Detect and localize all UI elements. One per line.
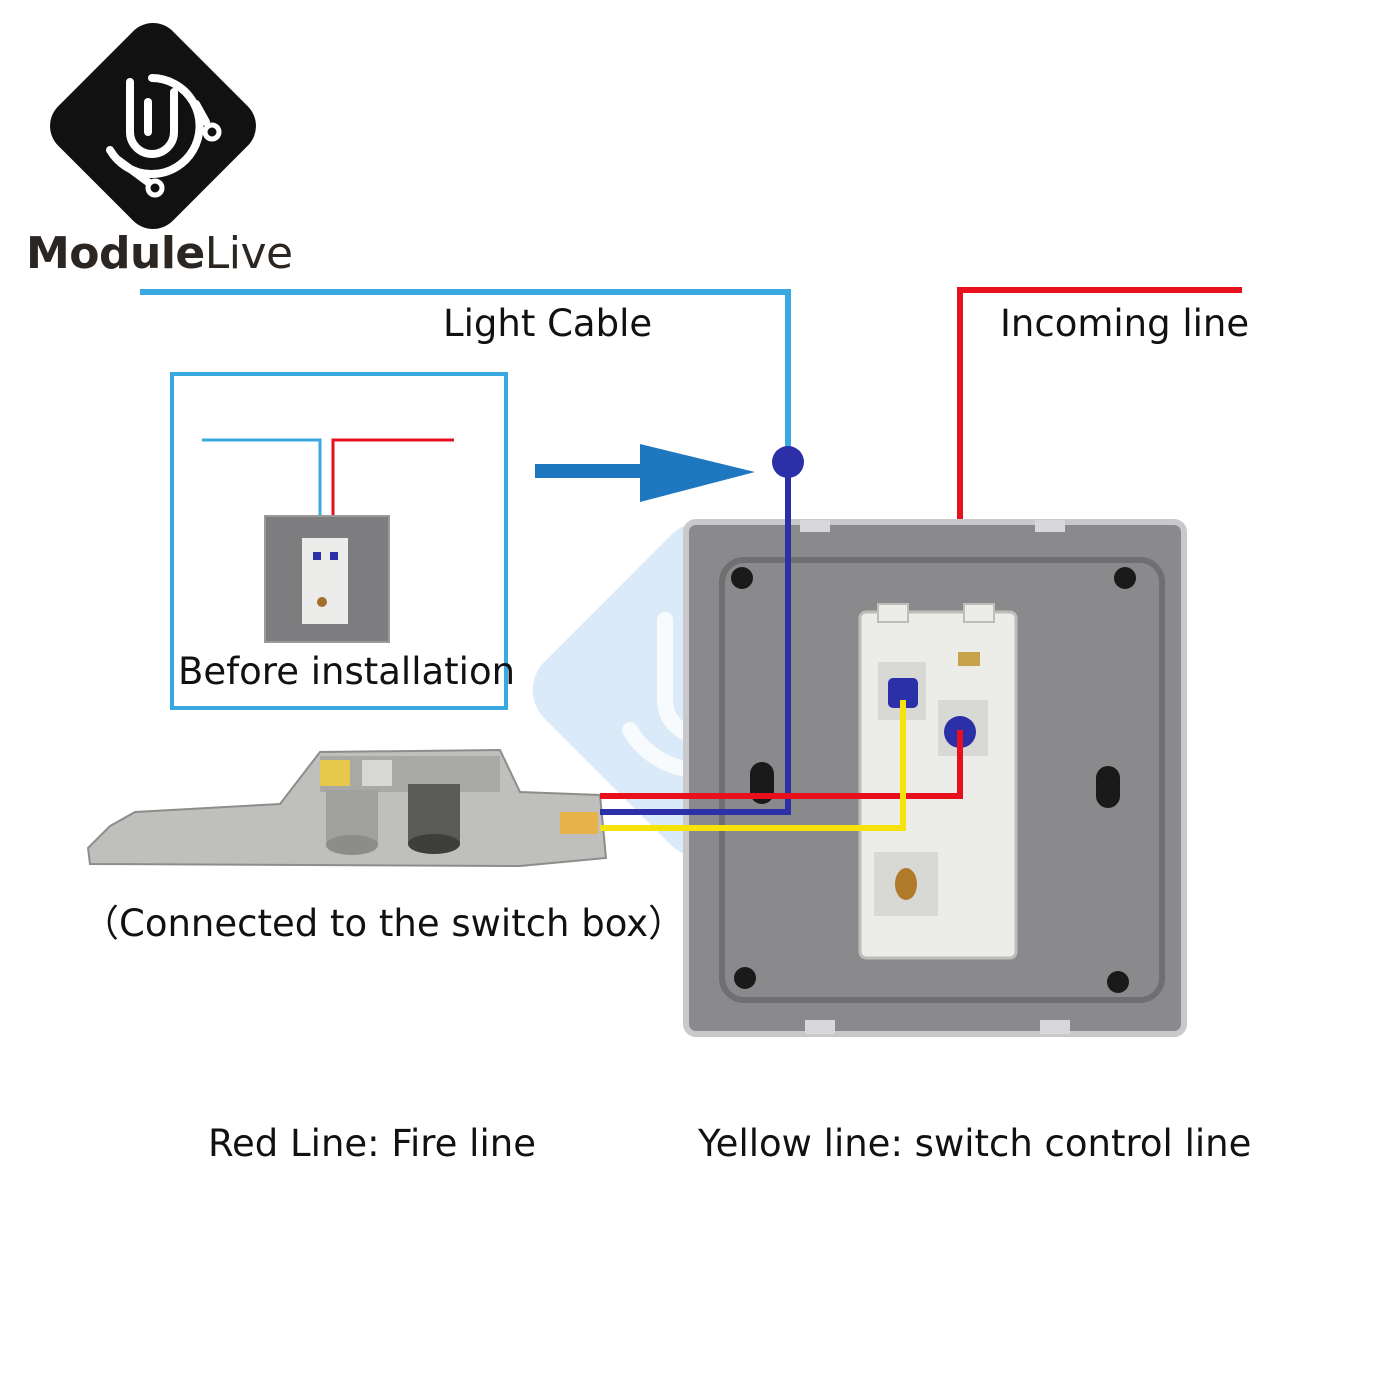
modulelive-logo-icon bbox=[50, 23, 256, 229]
brand-name-bold: Module bbox=[26, 228, 205, 279]
fire-line-wire bbox=[600, 730, 963, 799]
neutral-wire bbox=[600, 462, 791, 815]
junction-dot bbox=[772, 446, 804, 478]
arrow-icon bbox=[535, 444, 755, 502]
light-cable-wire bbox=[140, 289, 791, 462]
brand-name: ModuleLive bbox=[26, 228, 293, 279]
brand-name-light: Live bbox=[204, 228, 293, 279]
yellow-line-legend: Yellow line: switch control line bbox=[698, 1122, 1252, 1165]
before-installation-panel bbox=[202, 438, 454, 643]
red-line-legend: Red Line: Fire line bbox=[208, 1122, 536, 1165]
before-installation-label: Before installation bbox=[178, 650, 516, 693]
switch-panel bbox=[683, 519, 1187, 1037]
module-board bbox=[86, 748, 608, 868]
connected-label: （Connected to the switch box） bbox=[82, 902, 686, 945]
switch-control-wire bbox=[600, 700, 906, 831]
before-installation-frame bbox=[170, 372, 508, 710]
incoming-line-label: Incoming line bbox=[1000, 302, 1250, 345]
light-cable-label: Light Cable bbox=[443, 302, 653, 345]
neutral-terminal bbox=[888, 678, 918, 708]
